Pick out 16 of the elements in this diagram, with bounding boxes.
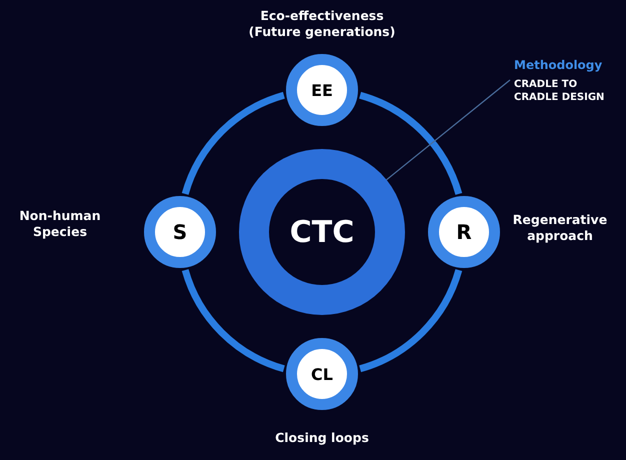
circle-node: EE [286, 54, 358, 126]
ring-arc [182, 268, 286, 372]
ring-arc [358, 268, 462, 372]
leader-line [386, 80, 510, 180]
node-caption: Regenerative approach [512, 212, 608, 244]
circle-node: R [428, 196, 500, 268]
node-caption: Eco-effectiveness (Future generations) [248, 8, 396, 40]
node-caption: Closing loops [274, 430, 370, 446]
node-caption: Non-human Species [18, 208, 102, 240]
body-text: CRADLE TO CRADLE DESIGN [514, 78, 606, 104]
ring-node: CTC [239, 149, 405, 315]
heading-text: Methodology [514, 58, 604, 72]
ring-arc [358, 92, 462, 196]
circle-node: S [144, 196, 216, 268]
ring-arc [182, 92, 286, 196]
circle-node: CL [286, 338, 358, 410]
